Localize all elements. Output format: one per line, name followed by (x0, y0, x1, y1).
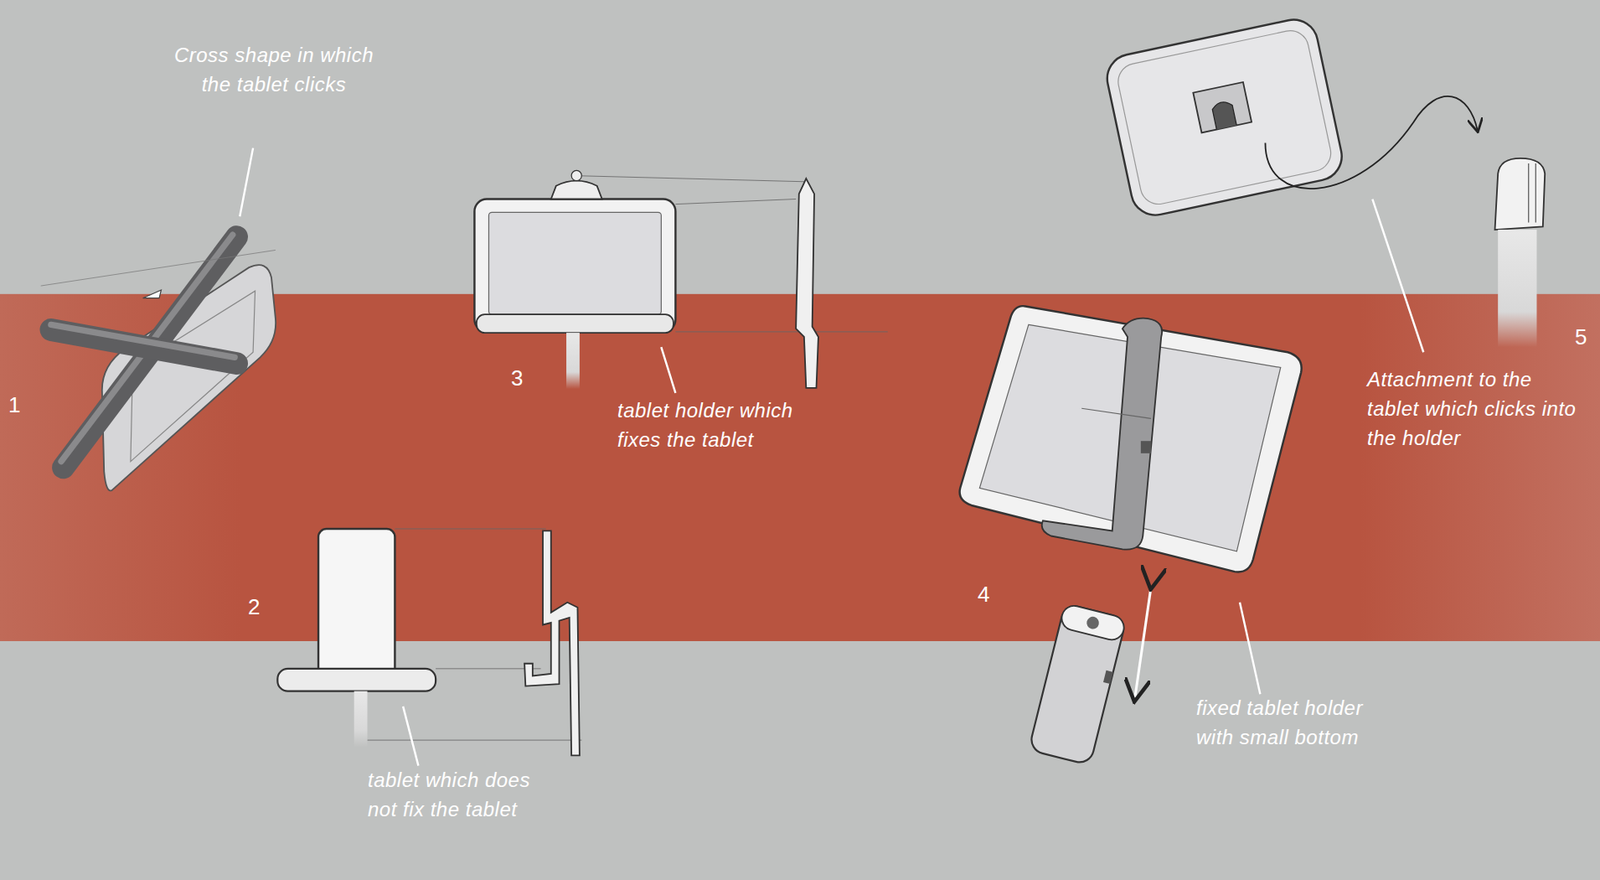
fixing-holder-sketch (474, 170, 888, 393)
annotation-note: tablet which does not fix the tablet (367, 765, 552, 825)
annotation-note: Attachment to the tablet which clicks in… (1367, 365, 1577, 453)
callout-number: 2 (247, 593, 279, 620)
callout-number: 5 (1574, 324, 1600, 351)
annotation-note: fixed tablet holder with small bottom (1196, 693, 1401, 753)
attachment-sketch (1102, 15, 1545, 352)
callout-number: 3 (510, 365, 542, 392)
callout-number: 4 (977, 581, 1009, 608)
annotation-note: Cross shape in which the tablet clicks (171, 41, 377, 100)
open-holder-sketch (277, 528, 582, 766)
clamp-holder-sketch (960, 305, 1302, 765)
cross-sketch (41, 148, 276, 491)
annotation-note: tablet holder which fixes the tablet (617, 396, 801, 455)
callout-number: 1 (8, 392, 40, 419)
